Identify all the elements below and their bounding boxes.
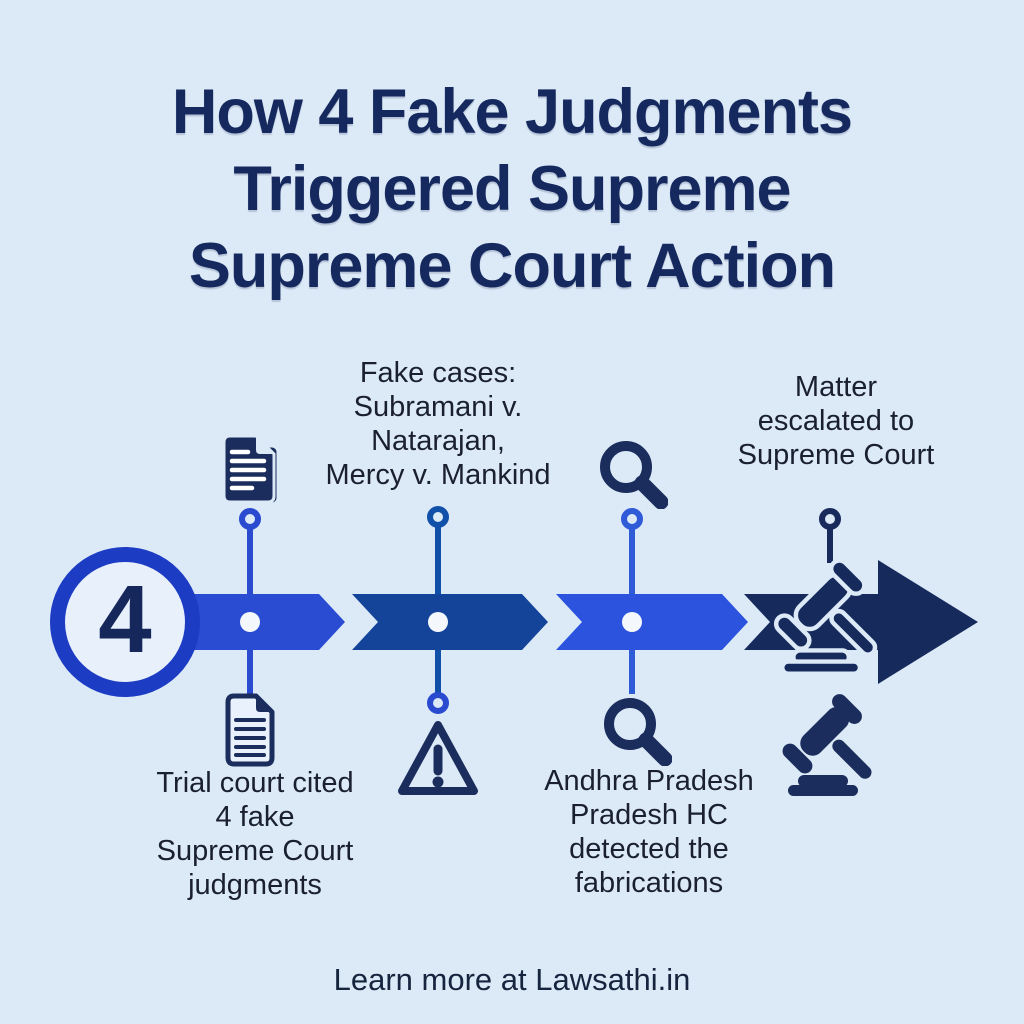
connector-line-3-top [629, 529, 635, 595]
connector-ring-1-top [239, 508, 261, 530]
warning-triangle-icon [395, 718, 481, 802]
timeline-node-3 [622, 612, 642, 632]
step-count-number: 4 [98, 566, 152, 673]
search-icon [600, 694, 673, 767]
connector-ring-4-top [819, 508, 841, 530]
connector-ring-3-top [621, 508, 643, 530]
footer-text: Learn more at Lawsathi.in [333, 962, 691, 997]
gavel-icon [776, 690, 886, 798]
milestone-4-line: Matter [794, 371, 878, 403]
connector-line-2-bottom [435, 650, 441, 694]
milestone-2-line: Natarajan, [371, 425, 505, 457]
timeline-segment-3 [556, 594, 748, 650]
milestone-2-line: Mercy v. Mankind [325, 459, 551, 491]
milestone-3-line: Andhra Pradesh [544, 765, 754, 797]
milestone-4-line: Supreme Court [737, 439, 935, 471]
connector-line-1-top [247, 529, 253, 595]
milestone-2-line: Fake cases: [359, 357, 517, 389]
timeline-node-2 [428, 612, 448, 632]
search-icon [596, 437, 669, 510]
title-line-3: Supreme Court Action [188, 231, 836, 301]
document-stack-icon [216, 434, 284, 508]
milestone-3-label: Andhra Pradesh Pradesh HC detected the f… [524, 764, 774, 900]
milestone-4-line: escalated to [757, 405, 915, 437]
gavel-icon [768, 556, 892, 676]
timeline-segment-2 [352, 594, 548, 650]
step-count-badge: 4 [50, 547, 200, 697]
connector-ring-2-top [427, 506, 449, 528]
milestone-3-line: detected the [569, 833, 729, 865]
milestone-3-line: fabrications [574, 867, 724, 899]
milestone-2-label: Fake cases: Subramani v. Natarajan, Merc… [278, 356, 598, 492]
title-line-2: Triggered Supreme [233, 154, 791, 224]
milestone-1-line: judgments [188, 869, 322, 901]
milestone-1-line: Supreme Court [156, 835, 354, 867]
connector-line-3-bottom [629, 650, 635, 694]
milestone-4-label: Matter escalated to Supreme Court [706, 370, 966, 472]
milestone-3-line: Pradesh HC [570, 799, 728, 831]
milestone-1-label: Trial court cited 4 fake Supreme Court j… [130, 766, 380, 902]
connector-line-2-top [435, 527, 441, 595]
page-title: How 4 Fake Judgments Triggered Supreme S… [0, 74, 1024, 305]
timeline-node-1 [240, 612, 260, 632]
title-line-1: How 4 Fake Judgments [171, 77, 853, 147]
milestone-1-line: Trial court cited [156, 767, 354, 799]
connector-line-4-top [827, 529, 833, 563]
connector-line-1-bottom [247, 650, 253, 694]
connector-ring-2-bottom [427, 692, 449, 714]
milestone-1-line: 4 fake [215, 801, 295, 833]
document-icon [220, 692, 280, 768]
milestone-2-line: Subramani v. [353, 391, 523, 423]
